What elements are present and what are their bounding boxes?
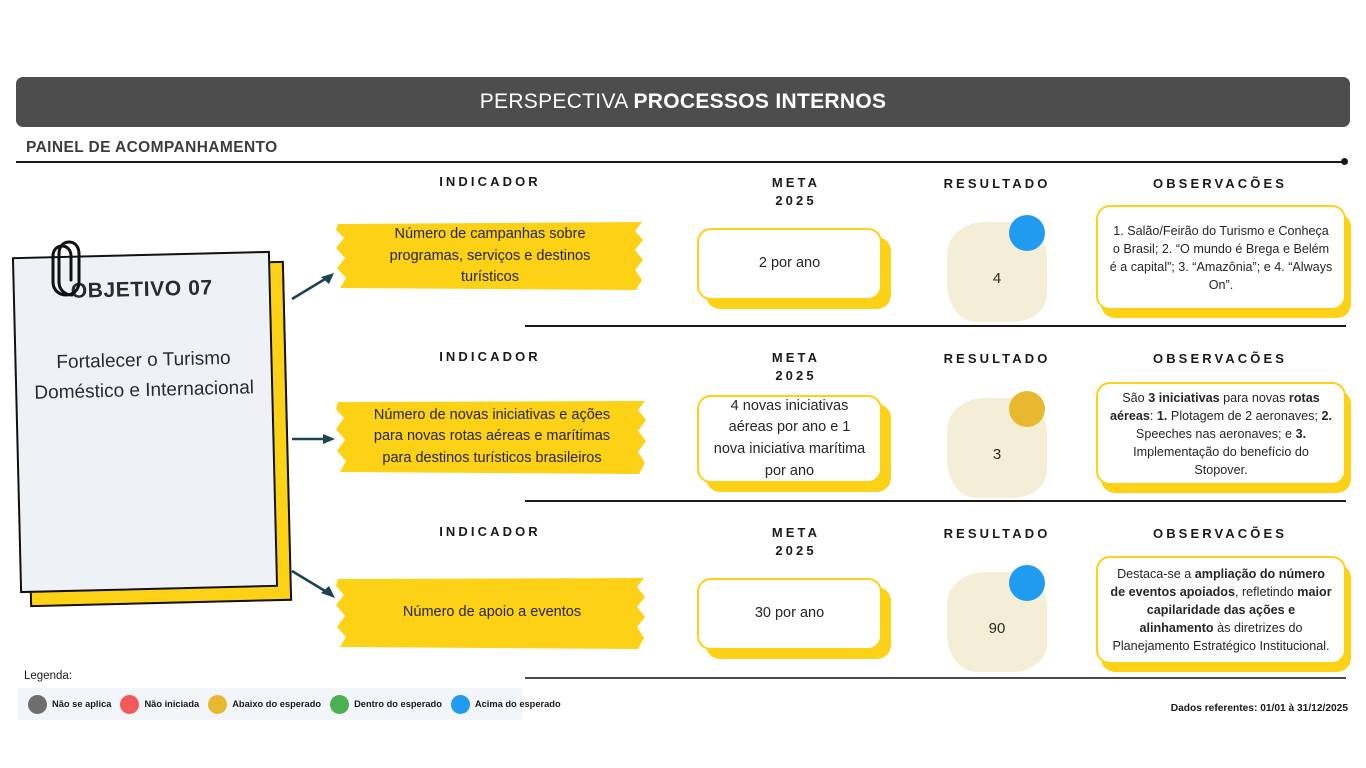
column-header-meta-year-2: 2025 <box>775 368 817 383</box>
objective-description: Fortalecer o Turismo Doméstico e Interna… <box>34 347 255 405</box>
meta-text-1: 2 por ano <box>758 255 821 272</box>
legend-item-label: Abaixo do esperado <box>232 699 322 709</box>
result-indicator-3: 90 <box>947 565 1047 672</box>
row-arrow-icon-3 <box>291 569 335 598</box>
legend-title: Legenda: <box>24 670 72 682</box>
column-header-resultado-1: RESULTADO <box>943 176 1051 191</box>
row-arrow-icon-2 <box>292 434 335 444</box>
footer-data-reference: Dados referentes: 01/01 à 31/12/2025 <box>1170 703 1348 714</box>
result-indicator-1: 4 <box>947 215 1047 322</box>
page-title: PERSPECTIVA PROCESSOS INTERNOS <box>480 90 887 114</box>
perspective-header-banner: PERSPECTIVA PROCESSOS INTERNOS <box>16 77 1350 127</box>
paperclip-icon <box>51 240 81 297</box>
observations-text-1: 1. Salão/Feirão do Turismo e Conheça o B… <box>1109 223 1333 292</box>
legend-item-label: Não iniciada <box>144 699 200 709</box>
status-dot-1 <box>1009 215 1045 251</box>
observations-box-face-1: 1. Salão/Feirão do Turismo e Conheça o B… <box>1096 205 1346 310</box>
tape-shape-1 <box>336 222 643 290</box>
meta-text-2: 4 novas iniciativas aéreas por ano e 1 n… <box>713 397 866 479</box>
indicator-tape-1: Número de campanhas sobre programas, ser… <box>332 220 648 292</box>
top-divider <box>16 161 1346 163</box>
column-header-meta-label-1: META <box>771 175 821 190</box>
page-title-bold: PROCESSOS INTERNOS <box>633 90 887 113</box>
legend-status-dot <box>28 694 47 714</box>
legend-status-dot <box>330 694 350 714</box>
row-separator-2 <box>525 500 1346 502</box>
legend-item-label: Acima do esperado <box>474 699 561 709</box>
column-header-meta-1: META 2025 <box>716 175 876 208</box>
column-header-indicador-2: INDICADOR <box>439 349 541 364</box>
column-header-indicador-3: INDICADOR <box>439 524 541 539</box>
legend: Não se aplica Não iniciada Abaixo do esper… <box>18 688 561 720</box>
column-header-observacoes-2: OBSERVACÕES <box>1152 351 1288 366</box>
page-title-light: PERSPECTIVA <box>479 90 634 113</box>
meta-box-2: 4 novas iniciativas aéreas por ano e 1 n… <box>697 395 891 492</box>
objective-card: OBJETIVO 07 Fortalecer o Turismo Domésti… <box>11 240 293 608</box>
row-arrow-icon-1 <box>291 273 334 301</box>
indicator-tape-2: Número de novas iniciativas e ações para… <box>332 398 652 476</box>
column-header-meta-label-2: META <box>771 350 821 365</box>
result-value-3: 90 <box>988 620 1006 637</box>
column-header-meta-year-1: 2025 <box>775 193 817 208</box>
tape-shape-2 <box>336 401 646 474</box>
indicator-text-2: Número de novas iniciativas e ações para… <box>373 407 611 466</box>
meta-text-3: 30 por ano <box>754 605 825 622</box>
meta-box-face-3: 30 por ano <box>697 578 882 650</box>
bottom-separator <box>525 677 1346 679</box>
meta-box-1: 2 por ano <box>697 228 891 309</box>
tape-shape-3 <box>336 578 645 649</box>
legend-item: Dentro do esperado <box>330 694 442 714</box>
result-indicator-2: 3 <box>947 391 1047 498</box>
legend-status-dot <box>450 694 470 714</box>
column-header-meta-3: META 2025 <box>716 525 876 558</box>
status-dot-3 <box>1009 565 1045 601</box>
result-value-1: 4 <box>992 270 1002 287</box>
meta-box-3: 30 por ano <box>697 578 891 659</box>
observations-box-1: 1. Salão/Feirão do Turismo e Conheça o B… <box>1096 205 1351 318</box>
result-value-2: 3 <box>992 446 1002 463</box>
legend-status-dot <box>120 694 140 714</box>
indicator-tape-3: Número de apoio a eventos <box>332 575 652 651</box>
column-header-meta-year-3: 2025 <box>775 543 817 558</box>
row-separator-1 <box>525 325 1346 327</box>
column-header-resultado-3: RESULTADO <box>943 526 1051 541</box>
legend-status-dot <box>208 694 228 714</box>
meta-box-face-1: 2 por ano <box>697 228 882 300</box>
top-divider-end-dot <box>1341 158 1348 165</box>
column-header-observacoes-3: OBSERVACÕES <box>1152 526 1288 541</box>
column-header-meta-2: META 2025 <box>716 350 876 383</box>
indicator-text-1: Número de campanhas sobre programas, ser… <box>389 226 591 285</box>
indicator-text-3: Número de apoio a eventos <box>402 604 582 621</box>
legend-item-label: Dentro do esperado <box>354 699 442 709</box>
column-header-resultado-2: RESULTADO <box>943 351 1051 366</box>
legend-item: Não se aplica <box>28 694 112 714</box>
observations-box-2: São 3 iniciativas para novas rotas aérea… <box>1096 382 1351 493</box>
observations-box-3: Destaca-se a ampliação do número de even… <box>1096 556 1351 672</box>
meta-box-face-2: 4 novas iniciativas aéreas por ano e 1 n… <box>697 395 882 483</box>
column-header-meta-label-3: META <box>771 525 821 540</box>
column-header-observacoes-1: OBSERVACÕES <box>1152 176 1288 191</box>
column-header-indicador-1: INDICADOR <box>439 174 541 189</box>
legend-item: Acima do esperado <box>450 694 561 714</box>
status-dot-2 <box>1009 391 1045 427</box>
observations-box-face-2: São 3 iniciativas para novas rotas aérea… <box>1096 382 1346 485</box>
observations-text-2: São 3 iniciativas para novas rotas aérea… <box>1110 390 1332 477</box>
observations-box-face-3: Destaca-se a ampliação do número de even… <box>1096 556 1346 664</box>
legend-item-label: Não se aplica <box>52 699 112 709</box>
observations-text-3: Destaca-se a ampliação do número de even… <box>1110 567 1332 653</box>
legend-item: Abaixo do esperado <box>208 694 322 714</box>
legend-item: Não iniciada <box>120 694 200 714</box>
objective-card-face: OBJETIVO 07 Fortalecer o Turismo Domésti… <box>11 250 279 594</box>
panel-subtitle: PAINEL DE ACOMPANHAMENTO <box>26 139 278 156</box>
